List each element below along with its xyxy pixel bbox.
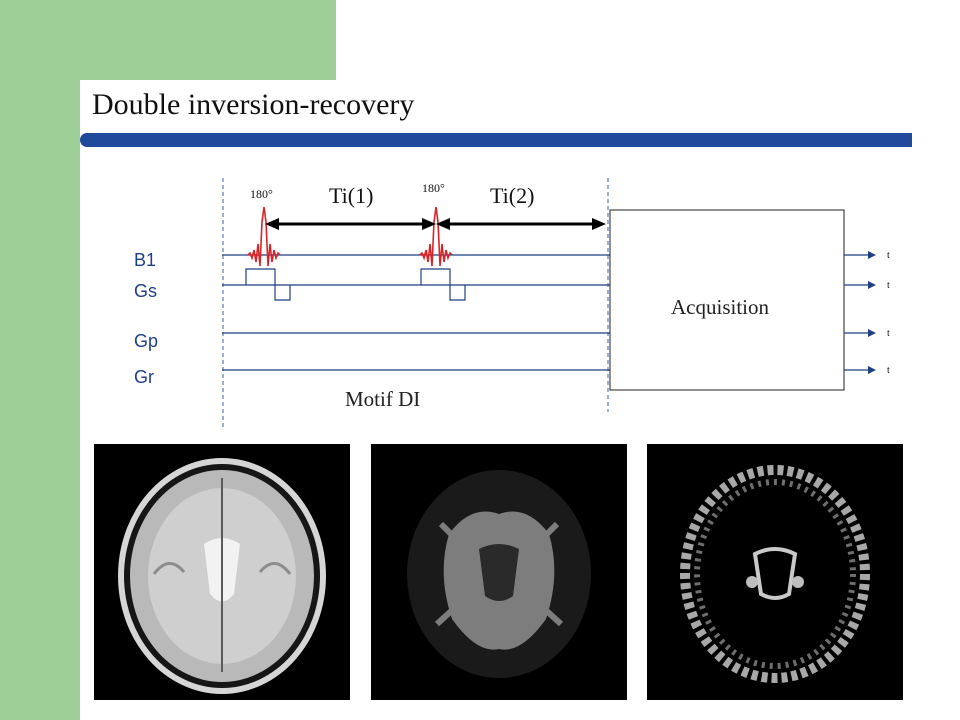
rf-pulse-1 [247,206,281,267]
channel-label-gp: Gp [134,331,158,351]
arrowhead-gs [868,281,876,289]
acquisition-label: Acquisition [671,295,769,319]
gs-gradient-lobe-2 [420,268,466,301]
ti2-arrowhead-right [592,218,606,230]
ti2-label: Ti(2) [490,183,534,208]
channel-label-b1: B1 [134,250,156,270]
channel-label-gr: Gr [134,367,154,387]
ti1-arrowhead-left [265,218,279,230]
time-label-gs: t [887,280,890,291]
gs-gradient-lobe-1 [245,268,291,301]
ti1-label: Ti(1) [329,183,373,208]
acquisition-box [609,209,845,391]
channel-label-gs: Gs [134,281,157,301]
rf-pulse-2 [419,206,453,267]
time-label-b1: t [887,250,890,261]
arrowhead-gr [868,366,876,374]
arrowhead-b1 [868,251,876,259]
gray-matter-mri-image [647,444,903,700]
conventional-mri-image [94,444,350,700]
time-label-gp: t [887,328,890,339]
time-label-gr: t [887,365,890,376]
ti1-arrowhead-right [422,218,436,230]
pulse-label-2: 180° [422,181,445,195]
motif-label: Motif DI [345,387,420,411]
pulse-label-1: 180° [250,187,273,201]
green-side-band [0,0,80,720]
green-top-band [0,0,336,80]
ti2-arrowhead-left [436,218,450,230]
white-matter-mri-image [371,444,627,700]
slide-title: Double inversion-recovery [92,88,415,121]
title-rule [80,133,912,147]
arrowhead-gp [868,329,876,337]
